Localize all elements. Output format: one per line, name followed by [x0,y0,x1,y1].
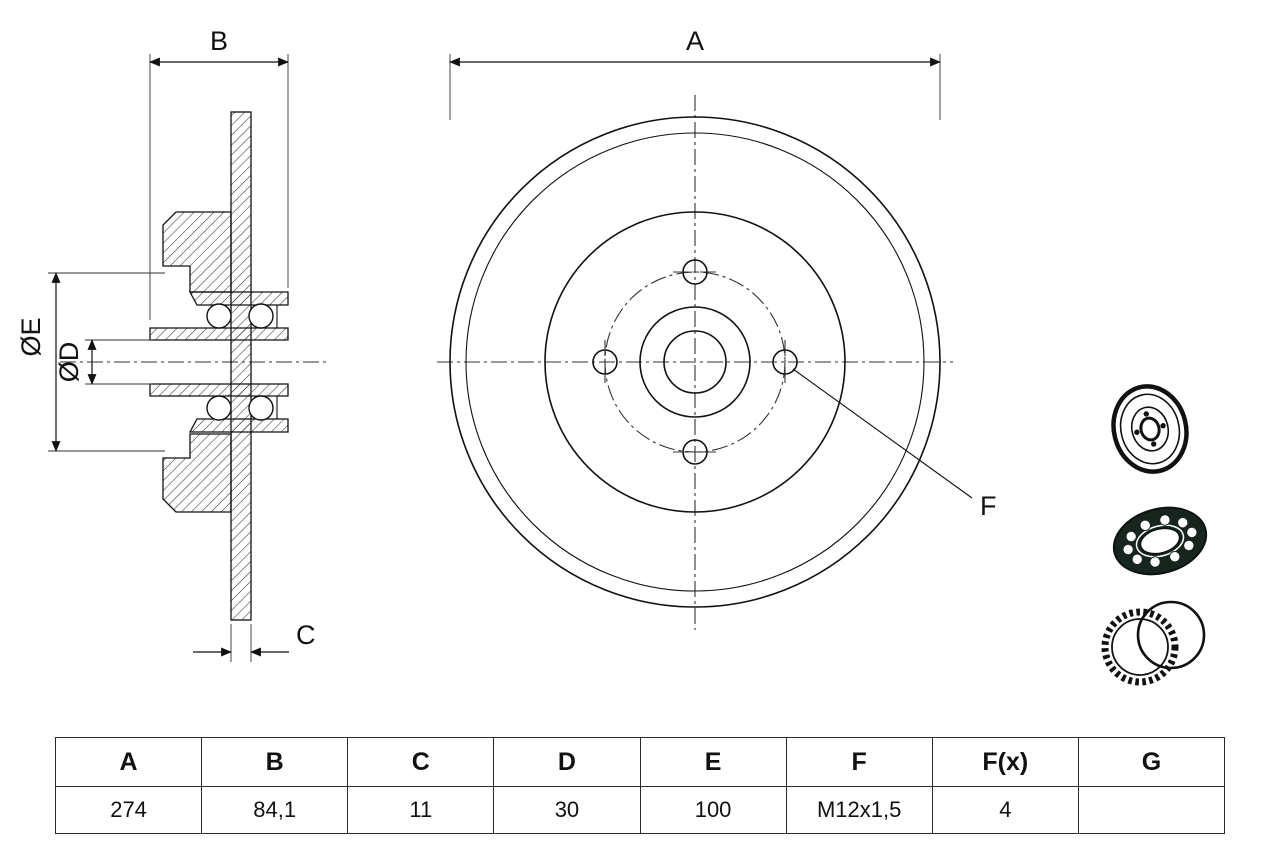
table-value-a: 274 [54,786,203,834]
table-value-g [1077,786,1226,834]
dim-label-d: ØD [54,342,84,383]
bearing-ball [206,303,232,329]
table-header-f: F [785,737,933,787]
dimension-table: A B C D E F F(x) G 274 84,1 11 30 100 M1… [54,737,1226,834]
included-parts-icons [1101,384,1208,686]
cross-section-view: B C ØE ØD [16,26,330,662]
dim-label-f: F [980,491,997,521]
bearing-ball [248,395,274,421]
dimension-b: B [149,26,289,320]
dim-label-a: A [686,26,704,56]
bearing-inner-race-upper [149,327,289,341]
table-value-c: 11 [347,786,495,834]
hub-flange-upper [162,211,232,293]
dimension-d: ØD [54,339,152,385]
hub-flange-lower [162,433,232,513]
bearing-ball [206,395,232,421]
dimension-e: ØE [16,272,165,452]
disc-plate-section [230,111,252,621]
bearing-inner-race-lower [149,383,289,397]
table-header-c: C [347,737,495,787]
bearing-ball [248,303,274,329]
table-header-b: B [201,737,349,787]
table-value-d: 30 [493,786,641,834]
table-header-e: E [639,737,787,787]
dimension-a: A [449,26,941,120]
table-value-f: M12x1,5 [785,786,933,834]
brake-disc-icon [1111,384,1189,474]
table-header-fx: F(x) [931,737,1079,787]
wheel-bearing-icon [1112,506,1208,576]
disc-outer-circle [449,116,941,608]
dim-label-c: C [296,620,316,650]
abs-ring-icon [1101,600,1206,686]
dimension-table-header-row: A B C D E F F(x) G [54,737,1226,787]
dimension-table-value-row: 274 84,1 11 30 100 M12x1,5 4 [54,786,1226,834]
leader-f: F [792,368,997,521]
front-view: A F [437,26,997,630]
dim-label-e: ØE [16,317,46,356]
disc-chamfer-circle [465,132,925,592]
dimension-c: C [193,620,316,662]
table-value-e: 100 [639,786,787,834]
bearing-outer-race-upper [188,291,289,306]
hub-face-circle [544,211,846,513]
table-header-g: G [1077,737,1226,787]
table-header-a: A [54,737,203,787]
bearing-outer-race-lower [188,418,289,433]
hub-pilot-circle [639,306,751,418]
table-value-fx: 4 [931,786,1079,834]
table-value-b: 84,1 [201,786,349,834]
center-bore-circle [663,330,727,394]
dim-label-b: B [210,26,228,56]
drawing-canvas: B C ØE ØD [16,26,1208,686]
table-header-d: D [493,737,641,787]
